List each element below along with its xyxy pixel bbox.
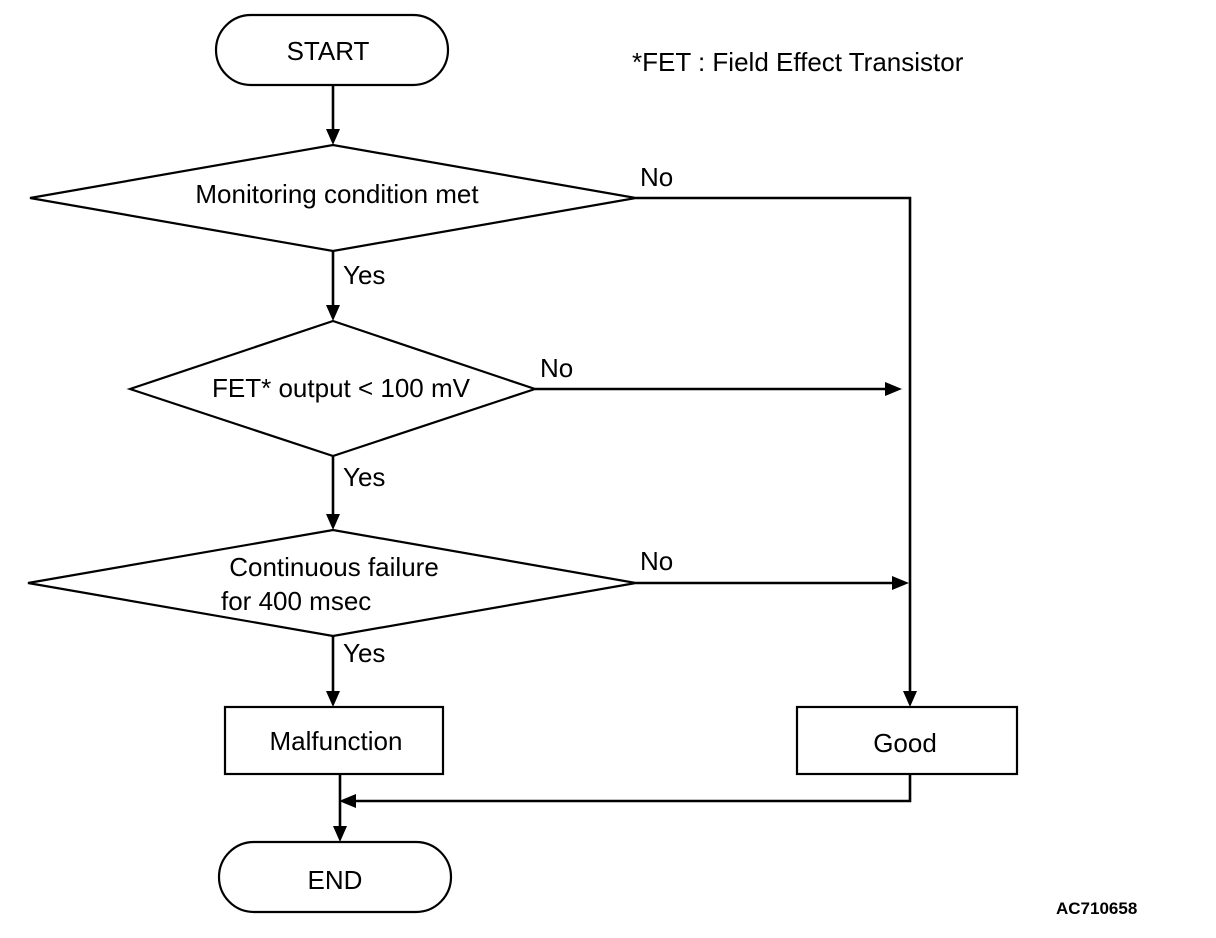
yes-label-decision1: Yes [343,260,385,290]
arrowhead-down [903,691,917,707]
arrowhead-right [892,576,909,590]
connector-decision1-no [636,196,912,693]
decision1-label: Monitoring condition met [195,179,479,209]
arrowhead-down [326,129,340,145]
decision3-label-line1: Continuous failure [229,552,439,582]
arrowhead-down [333,826,347,842]
malfunction-box [223,705,445,776]
start-label: START [287,36,370,66]
no-label-decision1: No [640,162,673,192]
no-label-decision2: No [540,353,573,383]
good-label: Good [873,728,937,758]
decision-continuous-failure [27,528,637,638]
arrowhead-down [326,691,340,707]
decision2-label: FET* output < 100 mV [212,373,471,403]
arrowhead-right [885,382,902,396]
figure-id: AC710658 [1056,899,1137,918]
end-terminal [217,840,453,914]
yes-label-decision3: Yes [343,638,385,668]
end-label: END [308,865,363,895]
fet-footnote: *FET : Field Effect Transistor [632,47,964,77]
malfunction-label: Malfunction [270,726,403,756]
arrowhead-down [326,514,340,530]
good-box [795,705,1019,776]
arrowhead-down [326,305,340,321]
no-label-decision3: No [640,546,673,576]
connector-good-to-end [355,774,912,803]
arrowhead-left [339,794,356,808]
decision3-label-line2: for 400 msec [221,586,371,616]
yes-label-decision2: Yes [343,462,385,492]
